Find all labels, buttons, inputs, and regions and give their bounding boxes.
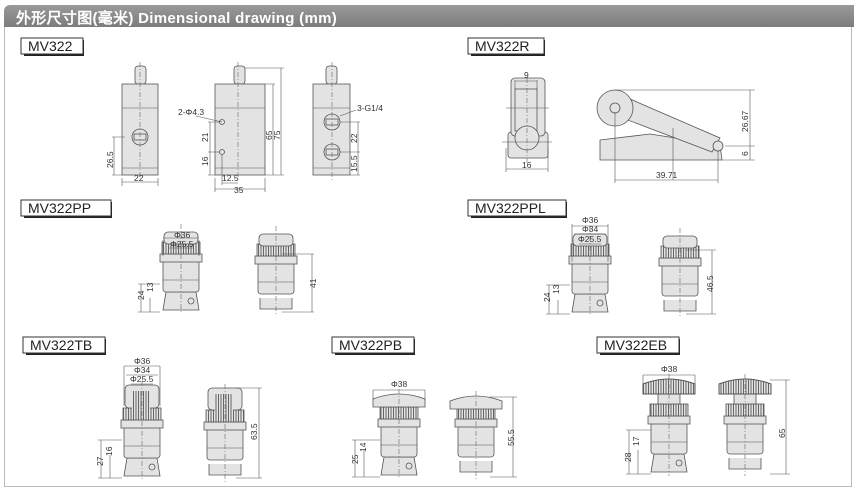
svg-text:MV322: MV322: [28, 38, 73, 54]
dim-text: 22: [349, 133, 359, 143]
svg-text:MV322TB: MV322TB: [30, 337, 92, 353]
dim-text: 26.67: [740, 110, 750, 132]
model-label-mv322pp: MV322PP: [20, 199, 112, 218]
dim-text: 15.5: [349, 155, 359, 172]
mv322tb-side-view: [203, 384, 247, 482]
dim-text: 24: [136, 290, 146, 300]
dim-text: 26.5: [105, 151, 115, 168]
model-label-mv322ppl: MV322PPL: [467, 199, 567, 218]
dim-text: 55.5: [506, 429, 516, 446]
dim-text: 16: [200, 156, 210, 166]
mv322-end-view: [312, 62, 360, 182]
dim-text: 16: [522, 160, 532, 170]
dim-text: 41: [308, 278, 318, 288]
dimension-lines: [546, 224, 716, 315]
dim-text: Φ36: [174, 230, 191, 240]
dim-text: 27: [95, 456, 105, 466]
dim-text: 22: [134, 173, 144, 183]
dim-text: 25: [350, 454, 360, 464]
dim-text: 46.5: [705, 275, 715, 292]
dim-text: 6: [740, 151, 750, 156]
dim-text: 35: [234, 185, 244, 195]
dim-text: Φ25.5: [130, 374, 154, 384]
dim-text: 65: [777, 428, 787, 438]
section-header: 外形尺寸图(毫米) Dimensional drawing (mm): [4, 5, 854, 27]
mv322ppl-front-view: [568, 226, 612, 316]
dim-text: 39.71: [656, 170, 678, 180]
dim-text: Φ25.5: [578, 234, 602, 244]
mv322ppl-side-view: [658, 228, 702, 318]
dim-text: 3-G1/4: [357, 103, 383, 113]
drawing-frame: [4, 27, 852, 487]
svg-text:MV322EB: MV322EB: [604, 337, 667, 353]
mv322tb-front-view: [120, 381, 164, 480]
dim-text: 17: [631, 436, 641, 446]
mv322pb-front-view: [372, 389, 426, 479]
dim-text: 21: [200, 132, 210, 142]
mv322r-front-view: [502, 77, 552, 172]
dimension-lines: [98, 365, 262, 479]
svg-text:MV322PP: MV322PP: [28, 200, 91, 216]
dim-text: 14: [358, 442, 368, 452]
dimension-lines: [626, 374, 790, 475]
dim-text: Φ38: [391, 379, 408, 389]
dim-text: 13: [551, 284, 561, 294]
model-label-mv322: MV322: [20, 37, 84, 56]
dim-text: 13: [145, 282, 155, 292]
dim-text: 12.5: [222, 173, 239, 183]
dimension-lines: [138, 237, 314, 313]
dim-text: Φ36: [134, 356, 151, 366]
dim-text: 28: [623, 452, 633, 462]
dim-text: Φ34: [134, 365, 151, 375]
port-icon: [675, 459, 683, 467]
mv322r-side-view: [596, 89, 755, 183]
model-label-mv322pb: MV322PB: [331, 336, 415, 355]
dim-text: 65: [264, 130, 274, 140]
port-icon: [187, 297, 195, 305]
grip: [215, 394, 233, 414]
mv322pb-side-view: [449, 391, 503, 479]
mv322eb-side-view: [718, 374, 772, 476]
section-title: 外形尺寸图(毫米) Dimensional drawing (mm): [16, 10, 338, 27]
dim-text: Φ34: [582, 224, 599, 234]
model-label-mv322eb: MV322EB: [596, 336, 680, 355]
mv322pp-side-view: [254, 226, 298, 316]
dim-text: 16: [104, 446, 114, 456]
model-label-mv322r: MV322R: [467, 37, 545, 56]
dim-text: Φ38: [661, 364, 678, 374]
svg-text:MV322PB: MV322PB: [339, 337, 402, 353]
dim-text: 2-Φ4.3: [178, 107, 204, 117]
port-icon: [596, 299, 604, 307]
mv322-side-view: [195, 62, 284, 192]
mv322eb-front-view: [642, 374, 696, 476]
model-label-mv322tb: MV322TB: [22, 336, 106, 355]
dim-text: 9: [524, 70, 529, 80]
port-icon: [148, 463, 156, 471]
dim-text: 63.5: [249, 423, 259, 440]
mv322-front-view: [112, 62, 159, 186]
dim-text: 24: [542, 292, 552, 302]
dimension-lines: [352, 389, 517, 478]
svg-text:MV322R: MV322R: [475, 38, 529, 54]
svg-text:MV322PPL: MV322PPL: [475, 200, 546, 216]
dim-text: Φ25.5: [170, 239, 194, 249]
dim-text: 75: [272, 130, 282, 140]
grip: [132, 391, 150, 411]
dim-text: Φ36: [582, 215, 599, 225]
port-icon: [405, 462, 413, 470]
